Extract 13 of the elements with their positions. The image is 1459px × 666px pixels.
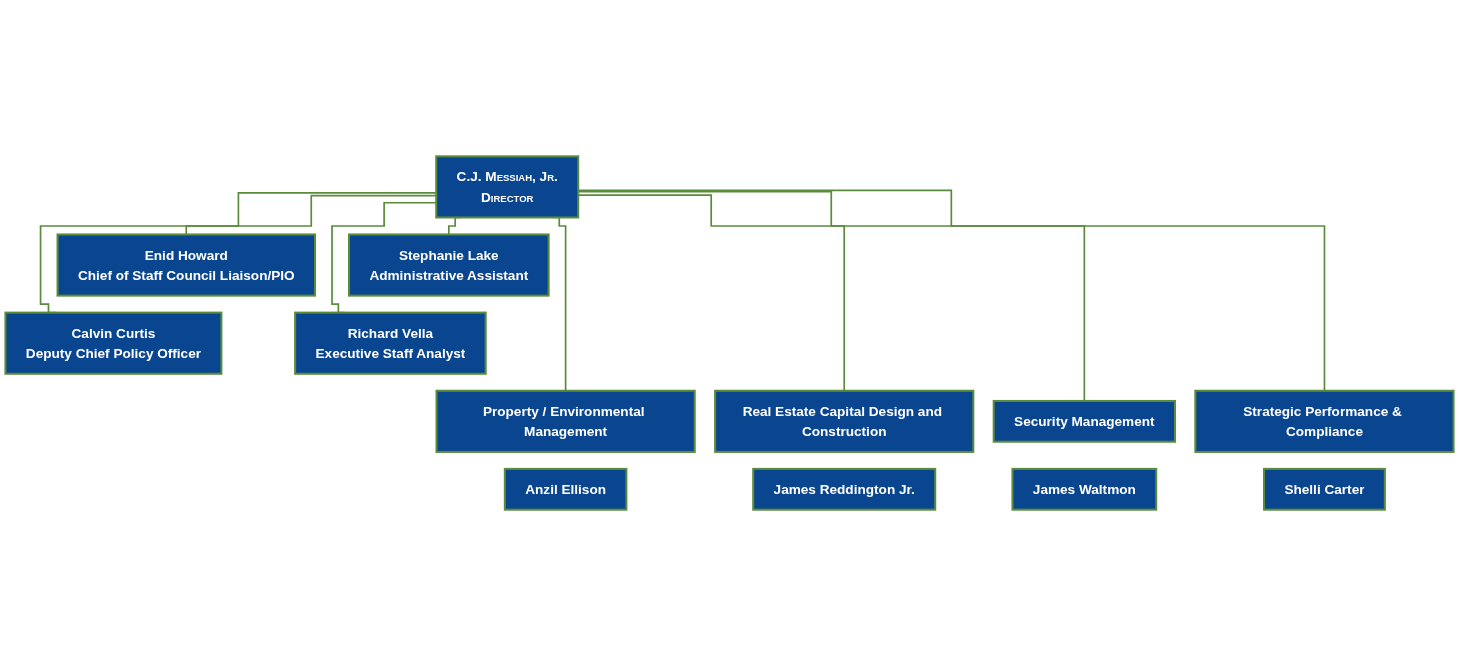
node-box: Security Management: [992, 399, 1176, 443]
node-box: C.J. Messiah, Jr. Director: [435, 155, 580, 219]
node-box: Calvin Curtis Deputy Chief Policy Officer: [4, 311, 223, 375]
node-box: Anzil Ellison: [503, 467, 628, 511]
node-box: Shelli Carter: [1263, 467, 1386, 511]
node-box: James Waltmon: [1011, 467, 1158, 511]
node-box: Stephanie Lake Administrative Assistant: [348, 233, 550, 297]
node-box: Strategic Performance & Compliance: [1194, 389, 1455, 453]
node-box: Real Estate Capital Design and Construction: [714, 389, 975, 453]
node-box: Enid Howard Chief of Staff Council Liaison/PIO: [56, 233, 317, 297]
node-box: Richard Vella Executive Staff Analyst: [294, 311, 487, 375]
node-box: James Reddington Jr.: [752, 467, 937, 511]
node-box: Property / Environmental Management: [435, 389, 696, 453]
